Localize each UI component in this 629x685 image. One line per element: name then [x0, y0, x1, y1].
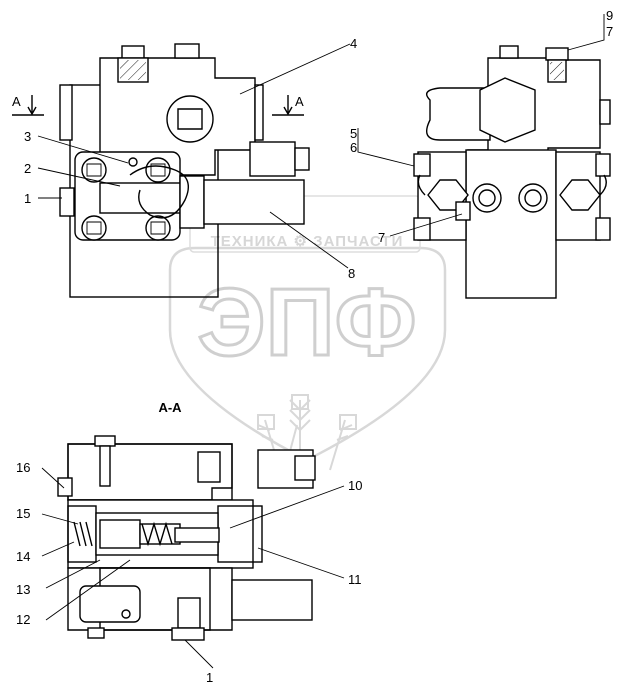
- callout-9: 9: [606, 8, 613, 23]
- callout-1: 1: [24, 191, 31, 206]
- callout-13: 13: [16, 582, 30, 597]
- terminal: [128, 157, 138, 167]
- top-bolt-left: [121, 45, 145, 59]
- watermark-wheat-icon: [257, 394, 357, 471]
- watermark-brand: ТЕХНИКА ⚙ ЗАПЧАСТИ: [211, 233, 404, 250]
- bolt-tr: [145, 157, 171, 183]
- callout-12: 12: [16, 612, 30, 627]
- spring-left: [73, 521, 93, 547]
- watermark: ТЕХНИКА ⚙ ЗАПЧАСТИ ЭПФ: [168, 195, 447, 471]
- bolt-bl: [81, 215, 107, 241]
- callout-8: 8: [348, 266, 355, 281]
- callout-15: 15: [16, 506, 30, 521]
- left-port: [59, 84, 73, 141]
- wire: [129, 165, 189, 219]
- side-fitting: [59, 187, 75, 217]
- callout-6: 6: [350, 140, 357, 155]
- port-left: [472, 183, 502, 213]
- callout-11: 11: [348, 572, 362, 587]
- section-markers: A A: [12, 94, 304, 116]
- right-port: [254, 84, 264, 141]
- watermark-shield: [168, 246, 447, 462]
- section-title: A-A: [158, 400, 182, 415]
- callout-14: 14: [16, 549, 30, 564]
- center-plug: [166, 95, 214, 143]
- callout-5: 5: [350, 126, 357, 141]
- spring: [141, 521, 173, 547]
- side-port: [426, 87, 491, 141]
- callout-7a: 7: [606, 24, 613, 39]
- callout-16: 16: [16, 460, 30, 475]
- section-view: [57, 435, 316, 641]
- leaders: [37, 14, 605, 669]
- section-marker-right: A: [295, 94, 304, 109]
- bottom-bolt: [171, 627, 205, 641]
- callout-1b: 1: [206, 670, 213, 685]
- side-hex-nut: [479, 77, 536, 143]
- callout-2: 2: [24, 161, 31, 176]
- spool-housing: [99, 182, 181, 214]
- side-lower-body: [465, 149, 557, 299]
- lower-solenoid: [231, 579, 313, 621]
- connector: [249, 141, 296, 177]
- callout-3: 3: [24, 129, 31, 144]
- callout-4: 4: [350, 36, 357, 51]
- callouts: 1 2 3 4 8 9 7 5 6 7 16 15 14 13 12 10 11…: [16, 8, 613, 685]
- solenoid-coil: [203, 179, 305, 225]
- top-bolt-right: [174, 43, 200, 59]
- port-right: [518, 183, 548, 213]
- callout-7b: 7: [378, 230, 385, 245]
- callout-10: 10: [348, 478, 362, 493]
- section-marker-left: A: [12, 94, 21, 109]
- bolt-br: [145, 215, 171, 241]
- side-view: [413, 45, 611, 299]
- solenoid-nut: [179, 175, 205, 229]
- watermark-logo: ЭПФ: [197, 269, 416, 376]
- front-view: [59, 43, 310, 298]
